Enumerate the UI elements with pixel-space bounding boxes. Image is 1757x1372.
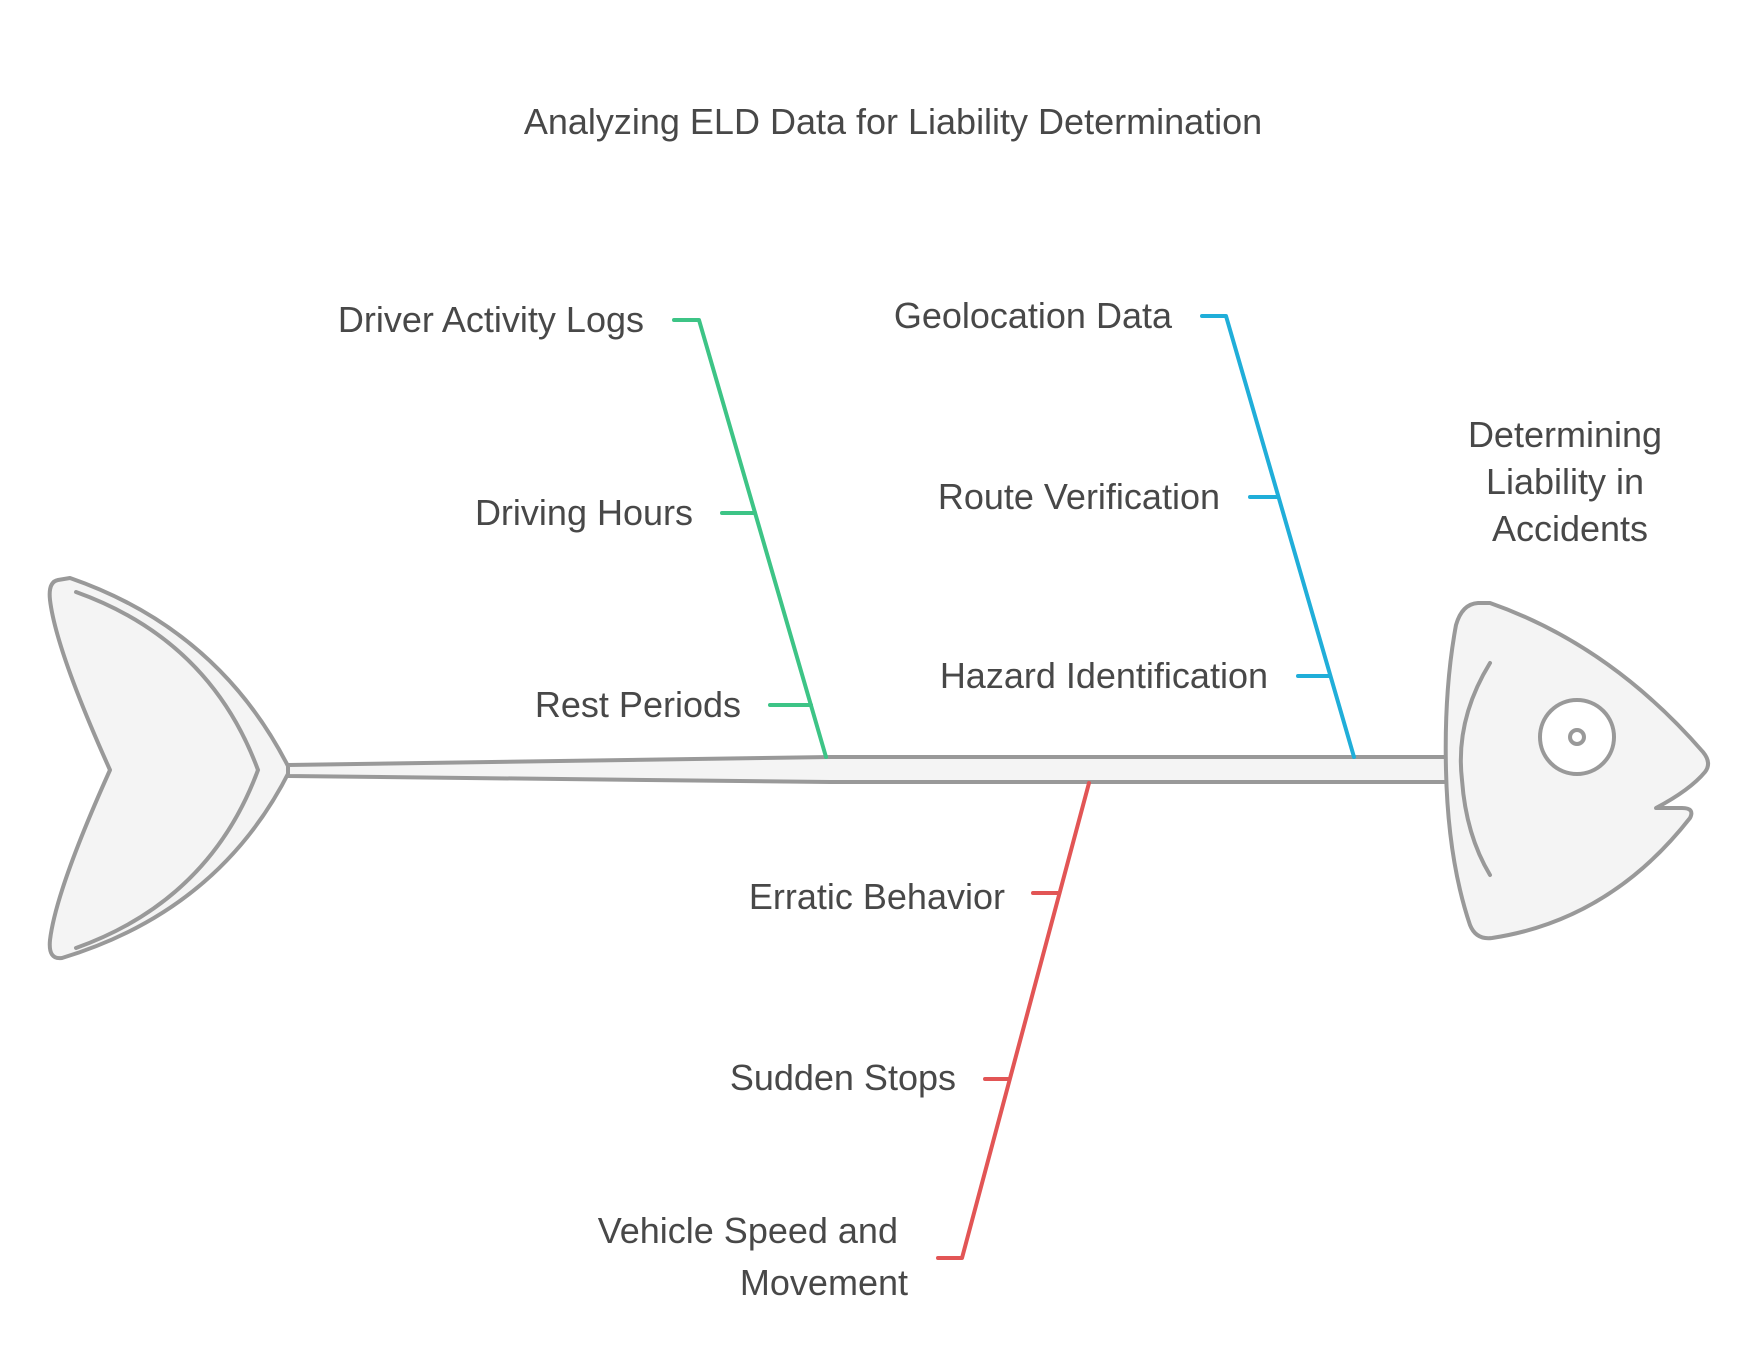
cause-sudden-stops: Sudden Stops <box>730 1057 956 1098</box>
cause-driving-hours: Driving Hours <box>475 492 693 533</box>
effect-label-line: Accidents <box>1492 508 1648 549</box>
cause-rest-periods: Rest Periods <box>535 684 741 725</box>
cause-geolocation-data: Geolocation Data <box>894 295 1173 336</box>
effect-label-line: Liability in <box>1486 461 1644 502</box>
fish-head-icon <box>1443 601 1710 941</box>
fish-pupil-icon <box>1568 728 1586 746</box>
branch-vehicle-speed: Erratic Behavior Sudden Stops Vehicle Sp… <box>598 781 1091 1303</box>
fish-spine <box>286 755 1454 784</box>
branch-driver-activity: Driver Activity Logs Driving Hours Rest … <box>338 299 828 759</box>
bone-line <box>672 318 828 759</box>
cause-hazard-identification: Hazard Identification <box>940 655 1268 696</box>
effect-label: Determining Liability in Accidents <box>1468 414 1672 549</box>
cause-driver-activity-logs: Driver Activity Logs <box>338 299 644 340</box>
cause-erratic-behavior: Erratic Behavior <box>749 876 1005 917</box>
bone-line <box>936 781 1091 1260</box>
effect-label-line: Determining <box>1468 414 1662 455</box>
cause-route-verification: Route Verification <box>938 476 1220 517</box>
cause-line: Vehicle Speed and <box>598 1210 898 1251</box>
fish-tail-icon <box>47 576 292 961</box>
branch-geolocation: Geolocation Data Route Verification Haza… <box>894 295 1356 759</box>
diagram-title: Analyzing ELD Data for Liability Determi… <box>524 101 1262 142</box>
cause-line: Movement <box>740 1262 908 1303</box>
cause-vehicle-speed-and-movement: Vehicle Speed and Movement <box>598 1210 908 1303</box>
bone-line <box>1200 314 1356 759</box>
